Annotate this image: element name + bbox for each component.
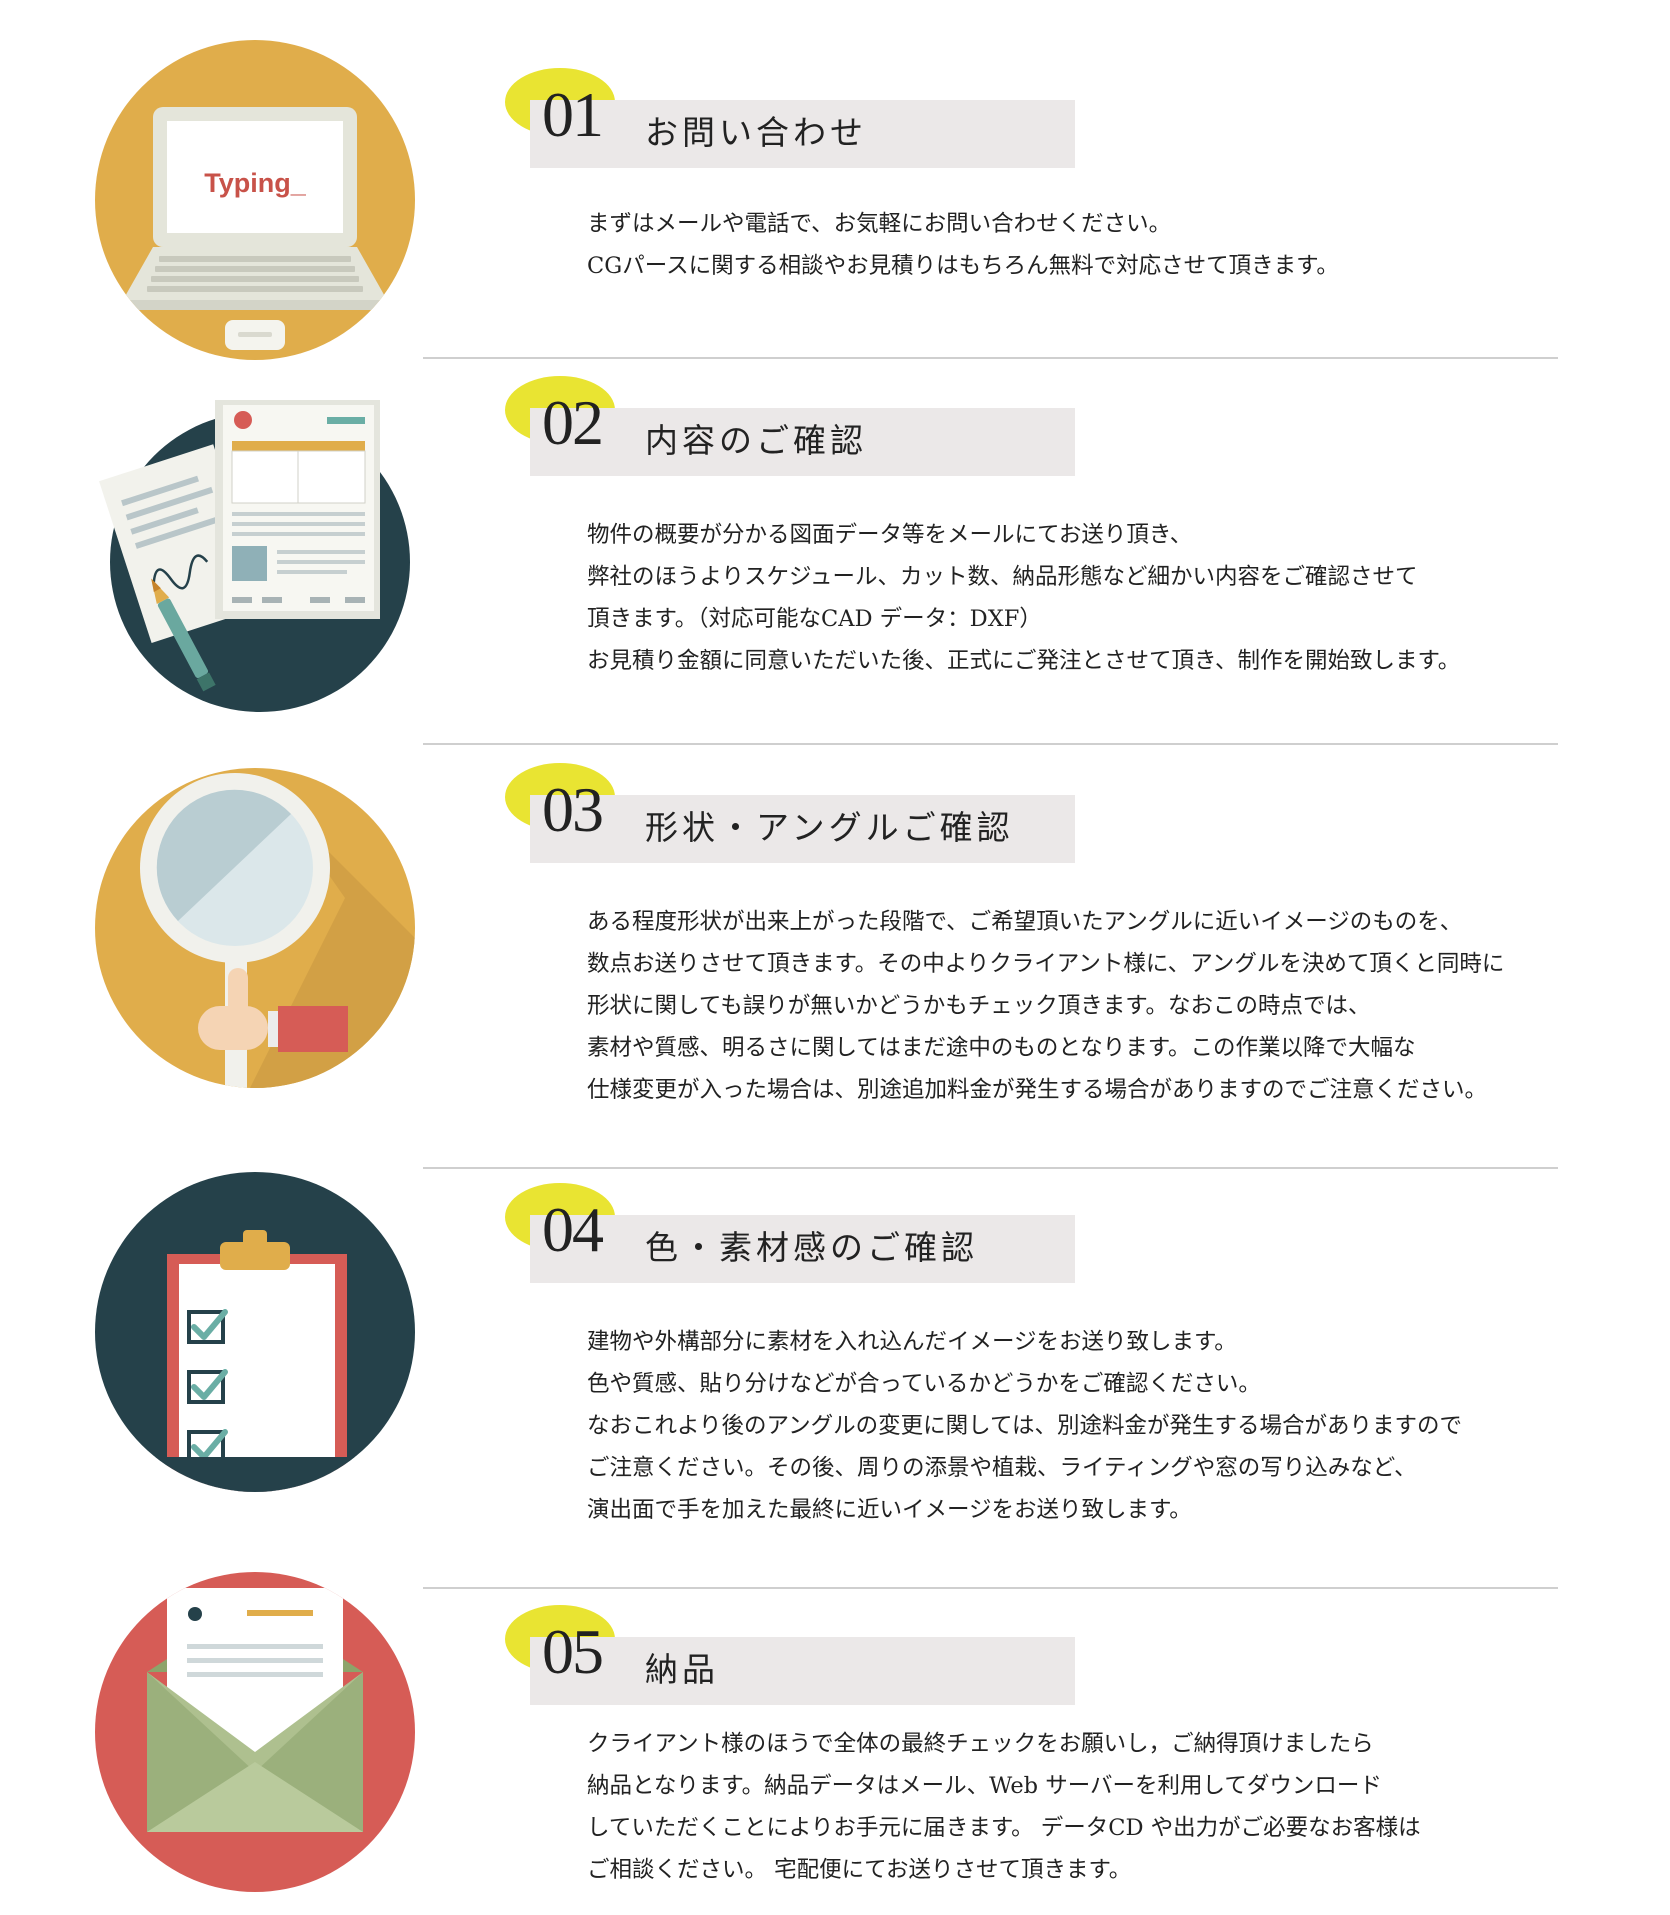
section-divider — [423, 1167, 1558, 1169]
description-line: 頂きます。（対応可能なCAD データ：DXF） — [587, 606, 1042, 632]
description-line: 弊社のほうよりスケジュール、カット数、納品形態など細かい内容をご確認させて — [587, 564, 1418, 590]
step-description: ある程度形状が出来上がった段階で、ご希望頂いたアングルに近いイメージのものを、 … — [587, 901, 1504, 1111]
step-title-bar — [530, 1637, 1075, 1705]
step-title: 内容のご確認 — [645, 421, 867, 460]
step-title: 納品 — [645, 1650, 719, 1689]
clipboard-checklist-icon — [95, 1172, 415, 1492]
description-line: していただくことによりお手元に届きます。 データCD や出力がご必要なお客様は — [587, 1815, 1421, 1841]
description-line: 建物や外構部分に素材を入れ込んだイメージをお送り致します。 — [587, 1329, 1237, 1355]
laptop-icon: Typing_ — [95, 40, 415, 360]
description-line: 素材や質感、明るさに関してはまだ途中のものとなります。この作業以降で大幅な — [587, 1035, 1416, 1061]
description-line: まずはメールや電話で、お気軽にお問い合わせください。 — [587, 211, 1172, 237]
document-icon — [95, 400, 415, 720]
description-line: 仕様変更が入った場合は、別途追加料金が発生する場合がありますのでご注意ください。 — [587, 1077, 1488, 1103]
description-line: ある程度形状が出来上がった段階で、ご希望頂いたアングルに近いイメージのものを、 — [587, 909, 1463, 935]
step-title-bar — [530, 1215, 1075, 1283]
step-number: 04 — [542, 1194, 604, 1265]
step-number: 05 — [542, 1616, 604, 1687]
description-line: 納品となります。納品データはメール、Web サーバーを利用してダウンロード — [587, 1773, 1382, 1799]
step-title: お問い合わせ — [645, 113, 867, 152]
description-line: お見積り金額に同意いただいた後、正式にご発注とさせて頂き、制作を開始致します。 — [587, 648, 1461, 674]
step-number: 02 — [542, 387, 604, 458]
step-number: 03 — [542, 774, 604, 845]
description-line: 形状に関しても誤りが無いかどうかもチェック頂きます。なおこの時点では、 — [587, 993, 1371, 1019]
step-title-bar — [530, 100, 1075, 168]
description-line: 色や質感、貼り分けなどが合っているかどうかをご確認ください。 — [587, 1371, 1261, 1397]
description-line: ご相談ください。 宅配便にてお送りさせて頂きます。 — [587, 1857, 1132, 1883]
magnifier-icon — [95, 768, 415, 1088]
step-number: 01 — [542, 79, 604, 150]
section-divider — [423, 357, 1558, 359]
description-line: なおこれより後のアングルの変更に関しては、別途料金が発生する場合がありますので — [587, 1413, 1463, 1439]
description-line: ご注意ください。その後、周りの添景や植栽、ライティングや窓の写り込みなど、 — [587, 1455, 1417, 1481]
section-divider — [423, 1587, 1558, 1589]
step-title-bar — [530, 795, 1075, 863]
step-description: 建物や外構部分に素材を入れ込んだイメージをお送り致します。 色や質感、貼り分けな… — [587, 1321, 1462, 1531]
description-line: 演出面で手を加えた最終に近いイメージをお送り致します。 — [587, 1497, 1192, 1523]
step-title: 形状・アングルご確認 — [645, 808, 1014, 847]
step-title-bar — [530, 408, 1075, 476]
description-line: CGパースに関する相談やお見積りはもちろん無料で対応させて頂きます。 — [587, 253, 1339, 279]
laptop-screen-text: Typing_ — [204, 168, 306, 198]
step-title: 色・素材感のご確認 — [645, 1228, 978, 1267]
description-line: 物件の概要が分かる図面データ等をメールにてお送り頂き、 — [587, 522, 1193, 548]
section-divider — [423, 743, 1558, 745]
envelope-letter-icon — [95, 1572, 415, 1892]
step-description: クライアント様のほうで全体の最終チェックをお願いし，ご納得頂けましたら 納品とな… — [587, 1723, 1421, 1891]
description-line: 数点お送りさせて頂きます。その中よりクライアント様に、アングルを決めて頂くと同時… — [587, 951, 1505, 977]
step-description: まずはメールや電話で、お気軽にお問い合わせください。 CGパースに関する相談やお… — [587, 203, 1339, 287]
description-line: クライアント様のほうで全体の最終チェックをお願いし，ご納得頂けましたら — [587, 1731, 1374, 1757]
step-description: 物件の概要が分かる図面データ等をメールにてお送り頂き、 弊社のほうよりスケジュー… — [587, 514, 1460, 682]
